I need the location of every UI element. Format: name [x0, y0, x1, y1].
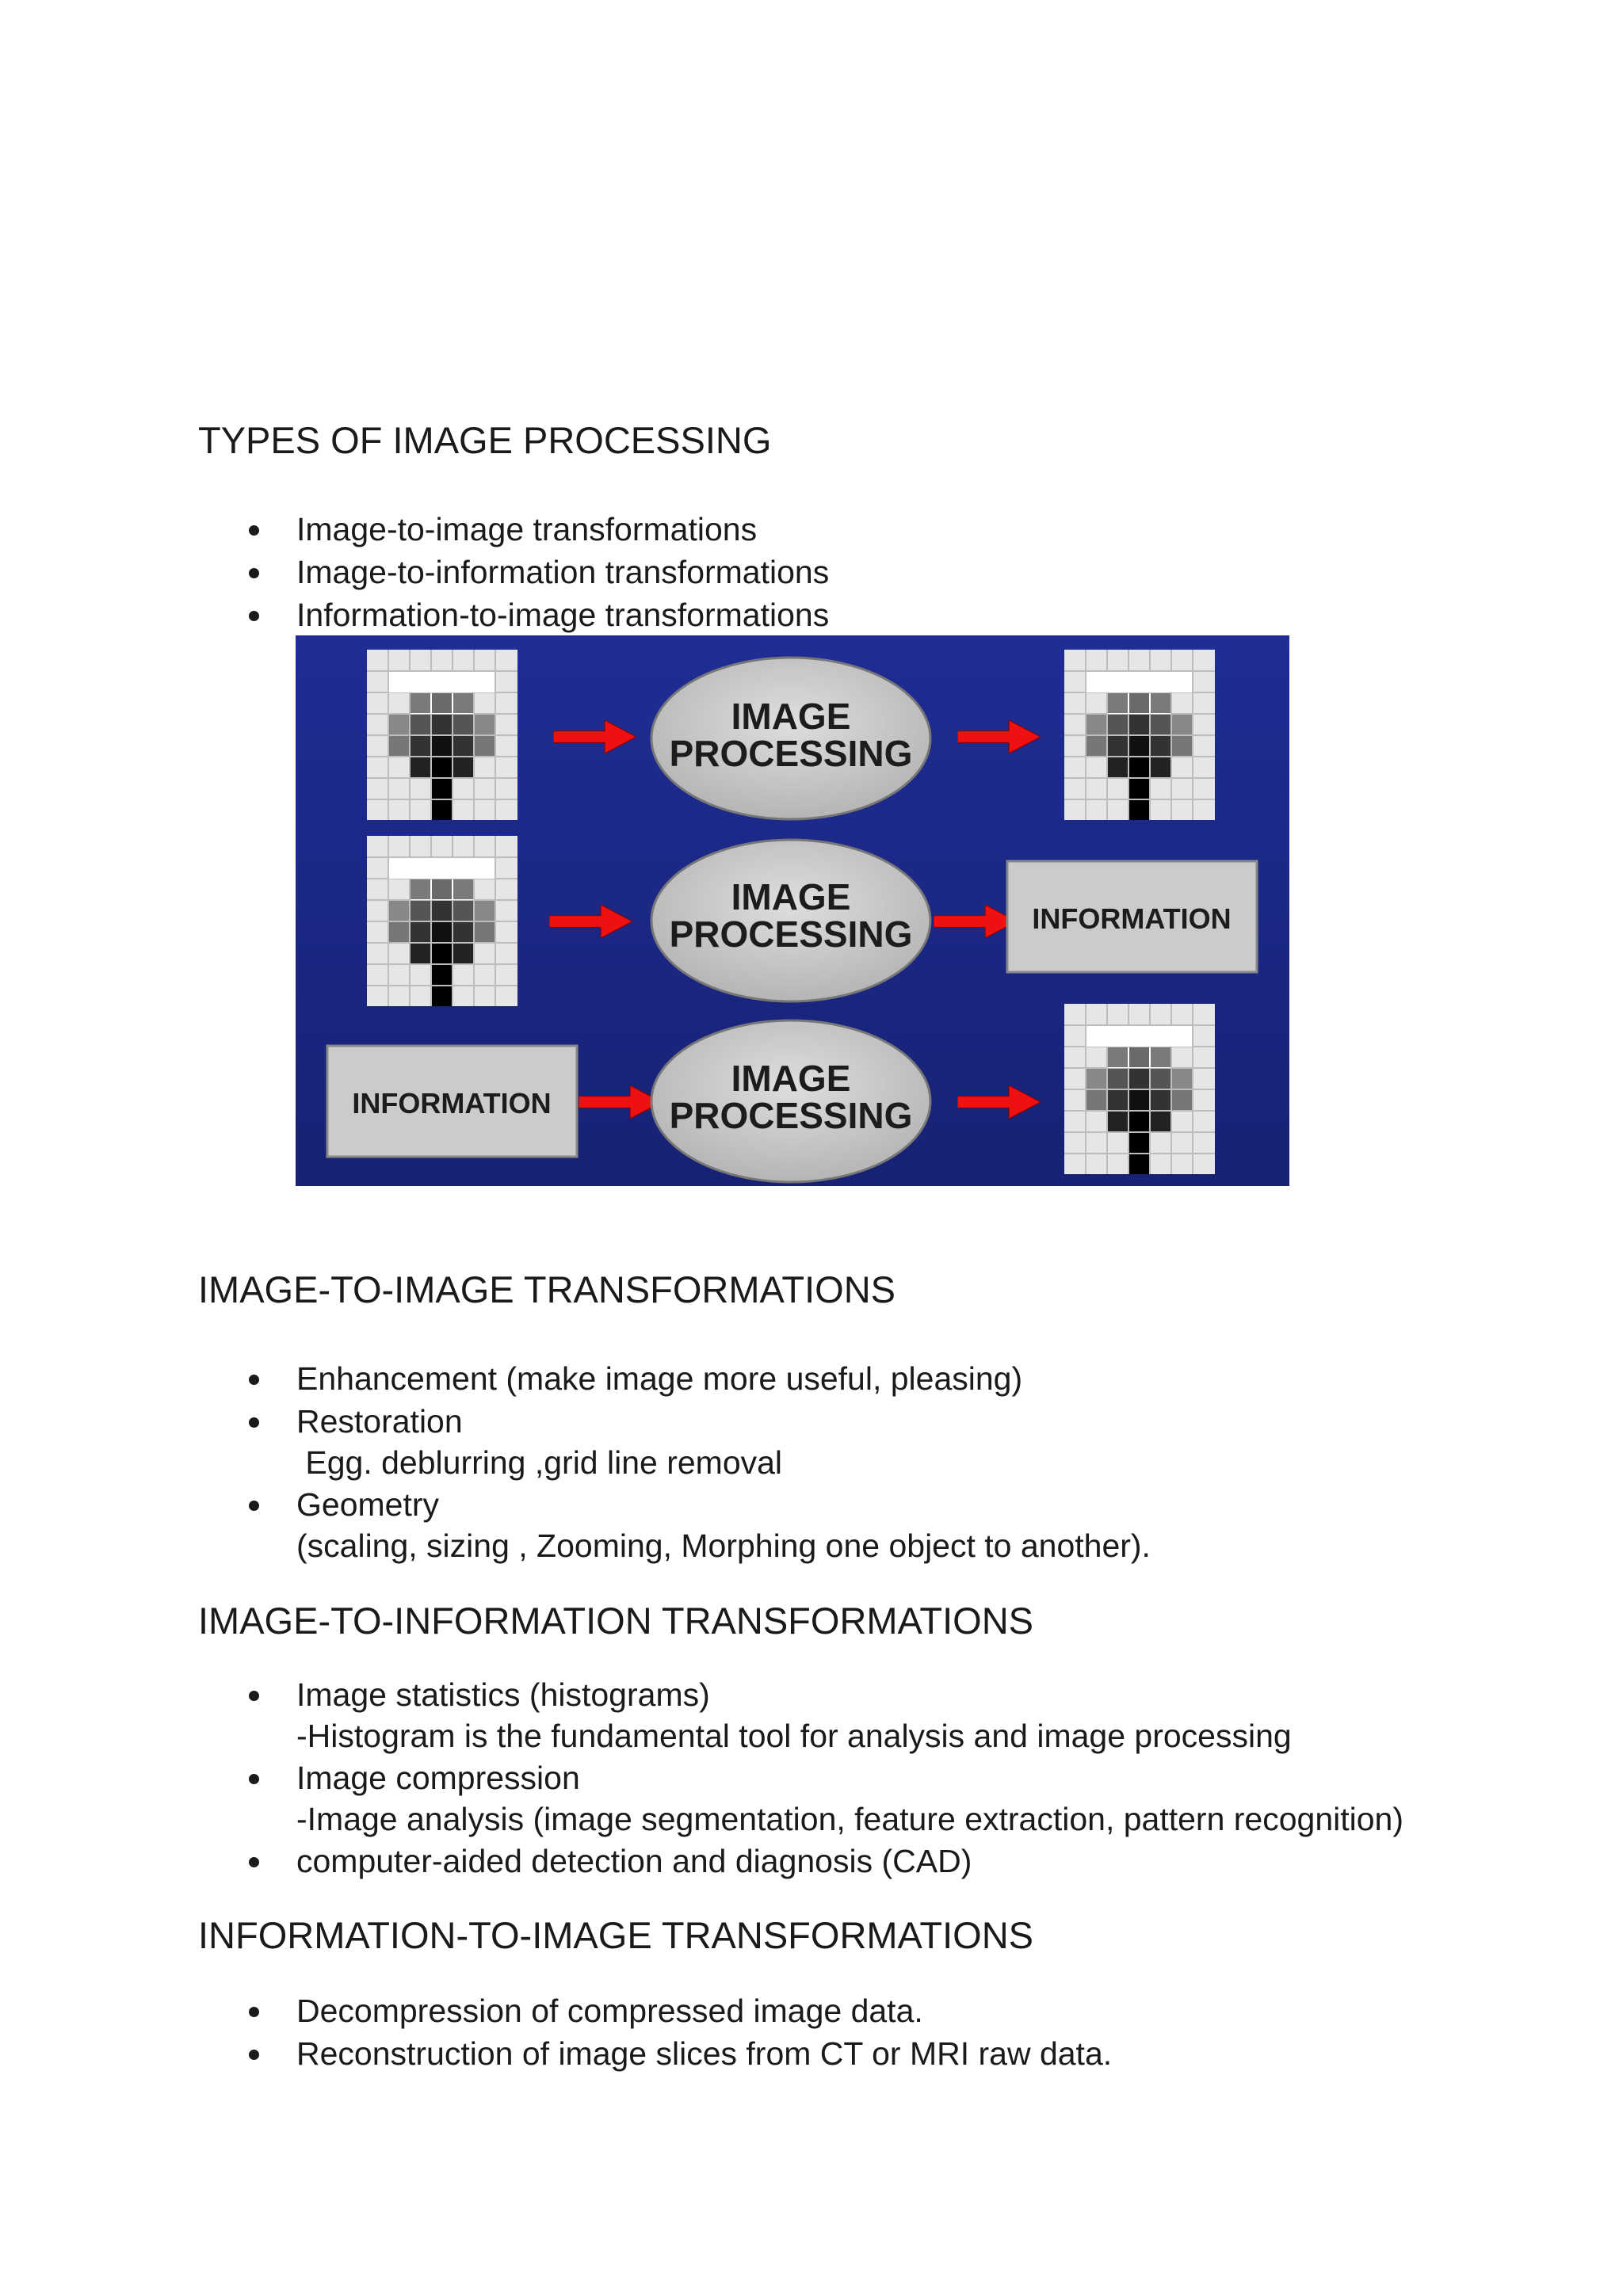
information-box — [1006, 860, 1258, 974]
list-item-detail: Egg. deblurring ,grid line removal — [296, 1444, 783, 1481]
pixel-tree-icon — [367, 836, 517, 1006]
processing-label-line2: PROCESSING — [670, 1095, 913, 1136]
pixel-tree-icon — [1064, 1004, 1215, 1174]
image-to-image-list: Enhancement (make image more useful, ple… — [0, 1357, 1623, 1566]
list-item: Geometry — [0, 1483, 1623, 1526]
section-title-image-to-information: IMAGE-TO-INFORMATION TRANSFORMATIONS — [198, 1600, 1034, 1642]
information-label: INFORMATION — [352, 1087, 551, 1119]
list-item: computer-aided detection and diagnosis (… — [0, 1840, 1623, 1882]
processing-ellipse — [650, 1019, 932, 1184]
processing-label-line2: PROCESSING — [670, 913, 913, 955]
pixel-tree-icon — [367, 650, 517, 820]
information-box — [326, 1044, 579, 1158]
section-title-image-to-image: IMAGE-TO-IMAGE TRANSFORMATIONS — [198, 1268, 896, 1310]
list-item: Image statistics (histograms) — [0, 1673, 1623, 1716]
list-item-detail: -Image analysis (image segmentation, fea… — [296, 1801, 1404, 1837]
list-item: Image-to-image transformations — [0, 508, 1623, 551]
information-label: INFORMATION — [1032, 902, 1231, 935]
list-item-detail: -Histogram is the fundamental tool for a… — [296, 1718, 1292, 1754]
processing-label-line1: IMAGE — [731, 876, 851, 917]
list-item-detail: (scaling, sizing , Zooming, Morphing one… — [296, 1527, 1151, 1564]
processing-label-line1: IMAGE — [731, 696, 851, 737]
list-item: Enhancement (make image more useful, ple… — [0, 1357, 1623, 1400]
list-item: Image compression — [0, 1756, 1623, 1799]
processing-label-line2: PROCESSING — [670, 733, 913, 774]
section-title-information-to-image: INFORMATION-TO-IMAGE TRANSFORMATIONS — [198, 1914, 1034, 1956]
pixel-tree-icon — [1064, 650, 1215, 820]
list-item: Decompression of compressed image data. — [0, 1989, 1623, 2032]
image-processing-diagram: IMAGE PROCESSING IMAGE PROCESSING INFORM… — [296, 635, 1289, 1186]
information-to-image-list: Decompression of compressed image data. … — [0, 1989, 1623, 2075]
image-to-information-list: Image statistics (histograms) -Histogram… — [0, 1673, 1623, 1882]
processing-ellipse — [650, 656, 932, 821]
processing-ellipse — [650, 838, 932, 1003]
list-item: Image-to-information transformations — [0, 551, 1623, 593]
types-list: Image-to-image transformations Image-to-… — [0, 508, 1623, 636]
processing-label-line1: IMAGE — [731, 1058, 851, 1099]
list-item: Restoration — [0, 1400, 1623, 1443]
list-item: Reconstruction of image slices from CT o… — [0, 2032, 1623, 2075]
list-item: Information-to-image transformations — [0, 593, 1623, 636]
section-title-types: TYPES OF IMAGE PROCESSING — [198, 419, 772, 461]
